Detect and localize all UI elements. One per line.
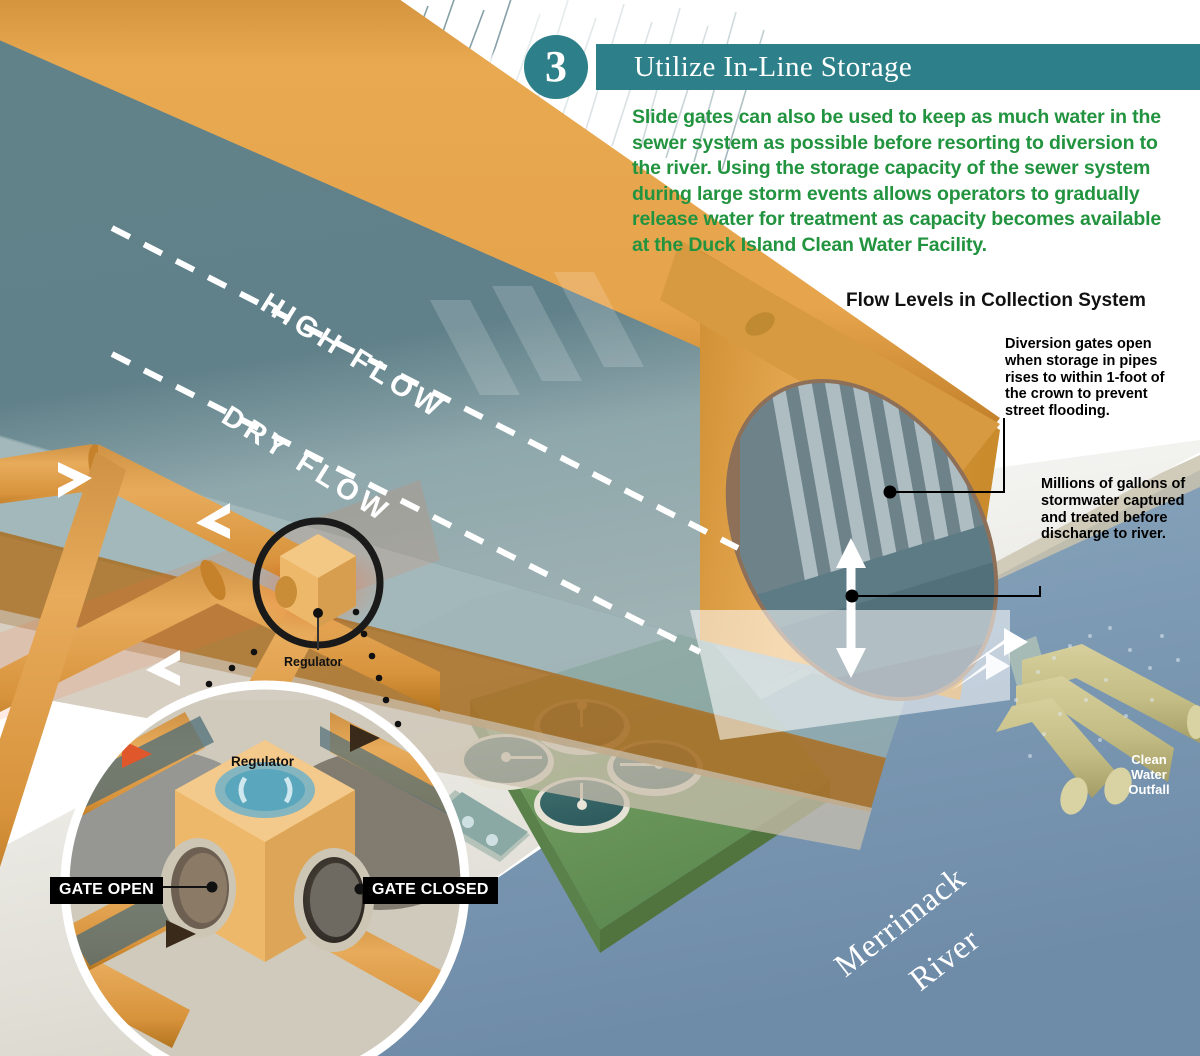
discharge-bubbles [1014,626,1180,758]
regulator-junction [248,534,388,632]
clean-water-outfall-label: Clean Water Outfall [1113,752,1185,797]
callout-diversion-gates: Diversion gates open when storage in pip… [1005,336,1165,420]
detail-flow-arrows [76,724,380,960]
section-header-bar: Utilize In-Line Storage [596,44,1200,90]
page-title: Utilize In-Line Storage [634,50,913,83]
flow-levels-title: Flow Levels in Collection System [846,290,1146,311]
outfall-label-line-3: Outfall [1128,782,1170,797]
pipe-saddle [727,312,775,346]
gate-closed-tag: GATE CLOSED [363,877,498,904]
outfall-label-line-1: Clean [1131,752,1167,767]
outfall-label-line-2: Water [1131,767,1167,782]
callout-leaders [852,418,1041,597]
flow-level-dashed-lines [110,225,740,655]
section-description: Slide gates can also be used to keep as … [632,106,1162,256]
regulator-detail-label: Regulator [231,754,295,769]
regulator-label: Regulator [284,655,343,669]
gate-open-tag: GATE OPEN [50,877,163,904]
callout-millions-of-gallons: Millions of gallons of stormwater captur… [1041,476,1186,543]
step-number-badge: 3 [524,35,588,99]
dry-flow-line [110,351,702,655]
regulator-detail-circle [60,680,470,1056]
flow-arrows [58,462,230,686]
high-flow-line [110,225,740,551]
